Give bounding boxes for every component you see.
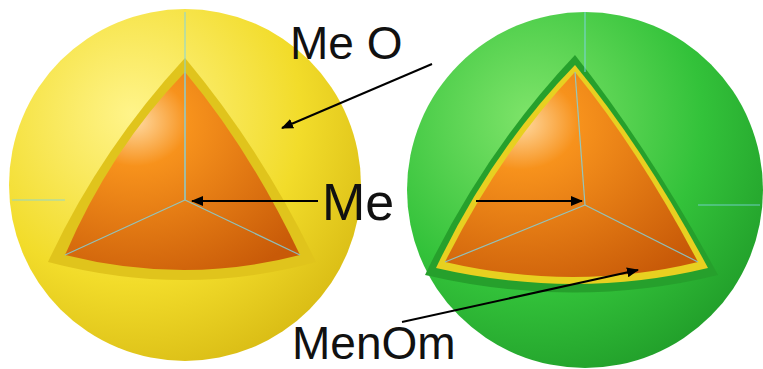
axis-lines bbox=[12, 12, 300, 255]
metal-core bbox=[65, 72, 300, 270]
part-label: Me bbox=[322, 176, 394, 228]
part-label: Me O bbox=[290, 20, 402, 66]
axis-lines bbox=[445, 12, 760, 262]
oxide-shell bbox=[407, 12, 763, 368]
shell-cut-face bbox=[48, 58, 316, 280]
shell-cut-face bbox=[425, 55, 718, 293]
inner-oxide-layer bbox=[436, 65, 708, 284]
part-label: MenOm bbox=[292, 320, 456, 366]
leader-arrows bbox=[192, 64, 638, 322]
metal-core bbox=[445, 72, 698, 277]
